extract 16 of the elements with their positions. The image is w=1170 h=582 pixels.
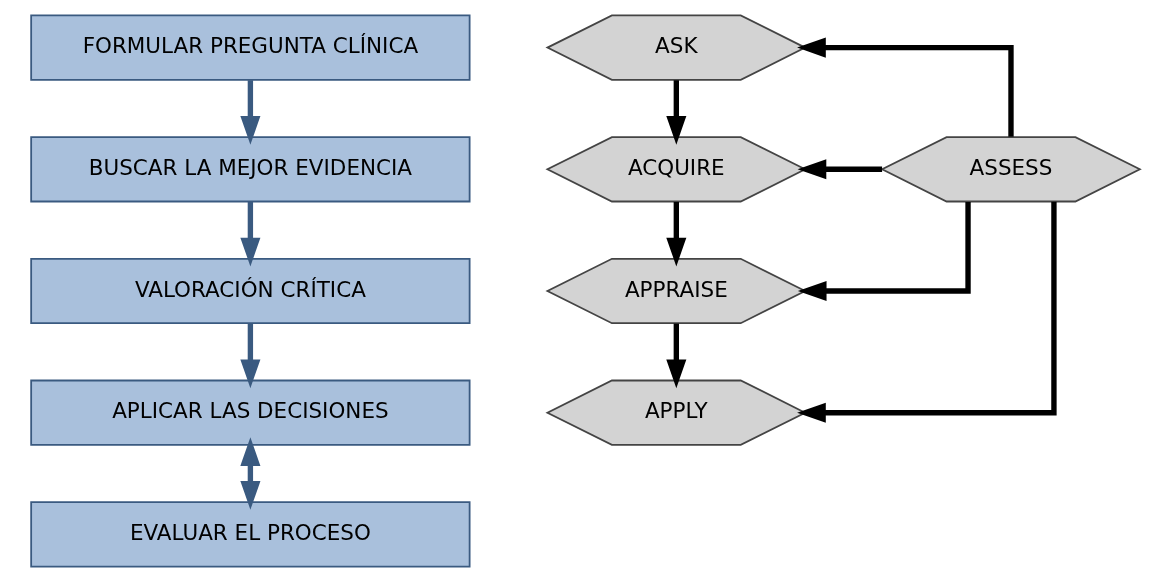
node-box: EVALUAR EL PROCESO — [29, 501, 470, 568]
arrow — [665, 80, 686, 145]
arrow — [239, 201, 260, 267]
arrow — [665, 323, 686, 389]
arrow — [239, 80, 260, 145]
arrow — [239, 437, 260, 510]
arrow — [665, 201, 686, 267]
arrow — [797, 159, 882, 180]
arrow — [796, 37, 1014, 137]
node-box: FORMULAR PREGUNTA CLÍNICA — [29, 14, 470, 81]
arrow — [239, 323, 260, 389]
arrow — [796, 201, 1057, 423]
node-box: APLICAR LAS DECISIONES — [29, 379, 470, 446]
arrow — [797, 201, 971, 302]
node-box: VALORACIÓN CRÍTICA — [29, 257, 470, 325]
node-box: BUSCAR LA MEJOR EVIDENCIA — [29, 136, 470, 203]
